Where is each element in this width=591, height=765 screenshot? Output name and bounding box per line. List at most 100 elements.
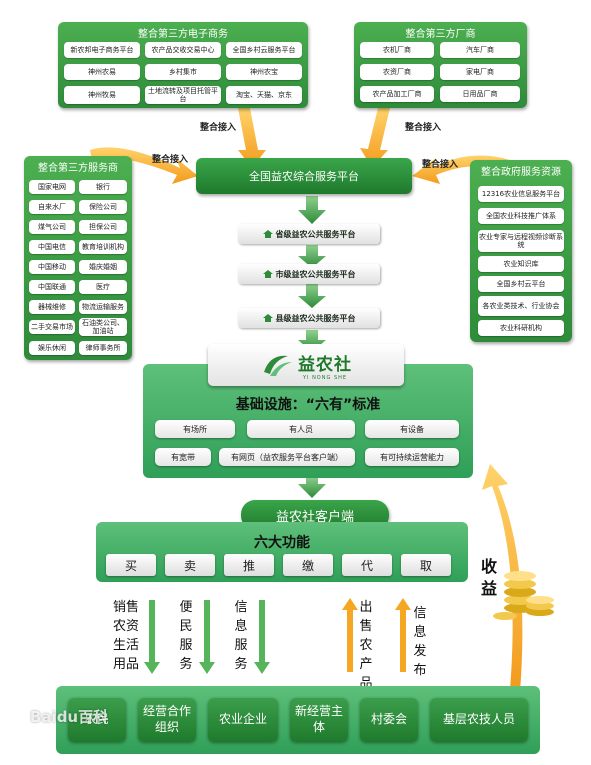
infra-item: 有可持续运营能力 — [365, 448, 459, 466]
ecommerce-item: 淘宝、天猫、京东 — [226, 86, 302, 104]
down-arrow-2 — [298, 245, 326, 268]
logo-name: 益农社 — [298, 354, 352, 375]
government-item: 农业专家与远程视频诊断系统 — [478, 230, 564, 252]
county-platform-label: 县级益农公共服务平台 — [275, 313, 356, 323]
baidu-watermark: Baidu百科 — [30, 708, 109, 726]
down-arrow-4 — [298, 330, 326, 352]
service-item: 石油类公司、加油站 — [79, 318, 127, 336]
city-platform-label: 市级益农公共服务平台 — [275, 269, 356, 279]
government-title: 整合政府服务资源 — [481, 167, 561, 178]
manufacturer-item: 家电厂商 — [440, 64, 520, 80]
access-label-service: 整合接入 — [152, 155, 189, 165]
service-item: 物流运输服务 — [79, 300, 127, 314]
ecommerce-panel: 整合第三方电子商务 新农邦电子商务平台 农产品交收交易中心 全国乡村云服务平台 … — [58, 22, 308, 108]
client-panel: 六大功能 买 卖 推 缴 代 取 — [96, 522, 468, 582]
service-item: 婚庆婚姻 — [79, 260, 127, 274]
service-providers-panel: 整合第三方服务商 国家电网 银行 自来水厂 保险公司 煤气公司 担保公司 中国电… — [24, 156, 132, 360]
flow-up-text-2: 信息发布 — [413, 606, 427, 678]
service-item: 担保公司 — [79, 220, 127, 234]
national-platform: 全国益农综合服务平台 — [196, 158, 412, 194]
ecommerce-item: 土地流转及项目托管平台 — [145, 86, 221, 104]
down-arrow-1 — [298, 196, 326, 224]
flow-down-text-2: 便民服务 — [179, 600, 193, 672]
flow-up-arrow-2 — [395, 598, 411, 672]
ecommerce-item: 神州农易 — [64, 64, 140, 80]
user-new-entities-button[interactable]: 新经营主体 — [290, 698, 348, 742]
manufacturer-item: 日用品厂商 — [440, 86, 520, 102]
function-pickup-button[interactable]: 取 — [401, 554, 451, 576]
function-buy-button[interactable]: 买 — [106, 554, 156, 576]
service-item: 娱乐休闲 — [29, 341, 75, 355]
service-item: 国家电网 — [29, 180, 75, 194]
infra-item: 有网页（益农服务平台客户端） — [219, 448, 355, 466]
government-item: 各农业类技术、行业协会 — [478, 296, 564, 316]
government-item: 农业知识库 — [478, 256, 564, 272]
service-item: 教育培训机构 — [79, 240, 127, 254]
user-cooperatives-button[interactable]: 经营合作组织 — [138, 698, 196, 742]
flow-down-arrow-2 — [199, 600, 215, 674]
ecommerce-title: 整合第三方电子商务 — [138, 29, 228, 40]
logo-box: 益农社 YI NONG SHE — [208, 344, 404, 386]
ecommerce-item: 全国乡村云服务平台 — [226, 42, 302, 58]
house-icon — [262, 230, 273, 238]
government-panel: 整合政府服务资源 12316农业信息服务平台 全国农业科技推广体系 农业专家与远… — [470, 160, 572, 342]
service-providers-title: 整合第三方服务商 — [38, 163, 118, 174]
down-arrow-3 — [298, 284, 326, 308]
arrow-manufacturers — [360, 108, 390, 168]
province-platform-label: 省级益农公共服务平台 — [275, 229, 356, 239]
flow-up-arrow-1 — [342, 598, 358, 672]
function-pay-button[interactable]: 缴 — [283, 554, 333, 576]
access-label-government: 整合接入 — [422, 160, 459, 170]
service-item: 律师事务所 — [79, 341, 127, 355]
house-icon — [262, 270, 273, 278]
user-farmers-button[interactable]: 农民 — [68, 698, 126, 742]
gold-coins-image — [493, 571, 554, 620]
user-technicians-button[interactable]: 基层农技人员 — [430, 698, 528, 742]
government-item: 12316农业信息服务平台 — [478, 186, 564, 202]
ecommerce-item: 神州牧易 — [64, 86, 140, 104]
service-item: 煤气公司 — [29, 220, 75, 234]
logo-pinyin: YI NONG SHE — [302, 374, 348, 381]
house-icon — [262, 314, 273, 322]
manufacturer-item: 汽车厂商 — [440, 42, 520, 58]
flow-up-text-1: 出售农产品 — [359, 600, 373, 691]
service-item: 银行 — [79, 180, 127, 194]
down-arrow-5 — [298, 476, 326, 498]
manufacturer-item: 农资厂商 — [360, 64, 434, 80]
infrastructure-panel: 基础设施：“六有”标准 有场所 有人员 有设备 有宽带 有网页（益农服务平台客户… — [143, 364, 473, 478]
function-agent-button[interactable]: 代 — [342, 554, 392, 576]
service-item: 中国联通 — [29, 280, 75, 294]
flow-down-text-3: 信息服务 — [234, 600, 248, 672]
income-label: 收益 — [480, 557, 497, 598]
function-sell-button[interactable]: 卖 — [165, 554, 215, 576]
arrow-ecommerce — [238, 108, 266, 168]
user-village-committee-button[interactable]: 村委会 — [360, 698, 418, 742]
government-item: 全国农业科技推广体系 — [478, 208, 564, 224]
ecommerce-item: 新农邦电子商务平台 — [64, 42, 140, 58]
province-platform: 省级益农公共服务平台 — [238, 224, 380, 244]
flow-down-arrow-1 — [144, 600, 160, 674]
infra-item: 有场所 — [155, 420, 235, 438]
manufacturer-item: 农机厂商 — [360, 42, 434, 58]
manufacturers-title: 整合第三方厂商 — [405, 29, 476, 40]
function-promote-button[interactable]: 推 — [224, 554, 274, 576]
users-panel: 农民 经营合作组织 农业企业 新经营主体 村委会 基层农技人员 — [56, 686, 540, 754]
service-item: 保险公司 — [79, 200, 127, 214]
city-platform: 市级益农公共服务平台 — [238, 264, 380, 284]
infra-item: 有宽带 — [155, 448, 211, 466]
service-item: 中国电信 — [29, 240, 75, 254]
service-item: 医疗 — [79, 280, 127, 294]
infrastructure-title: 基础设施：“六有”标准 — [235, 397, 381, 413]
yinongshe-logo-icon — [264, 355, 292, 376]
client-subtitle: 六大功能 — [254, 535, 310, 551]
service-item: 中国移动 — [29, 260, 75, 274]
user-agri-enterprises-button[interactable]: 农业企业 — [208, 698, 278, 742]
government-item: 农业科研机构 — [478, 320, 564, 336]
flow-down-text-1: 销售农资生活用品 — [112, 600, 139, 672]
flow-down-arrow-3 — [254, 600, 270, 674]
infra-item: 有人员 — [247, 420, 355, 438]
access-label-manufacturers: 整合接入 — [405, 123, 442, 133]
manufacturers-panel: 整合第三方厂商 农机厂商 汽车厂商 农资厂商 家电厂商 农产品加工厂商 日用品厂… — [354, 22, 527, 108]
service-item: 自来水厂 — [29, 200, 75, 214]
